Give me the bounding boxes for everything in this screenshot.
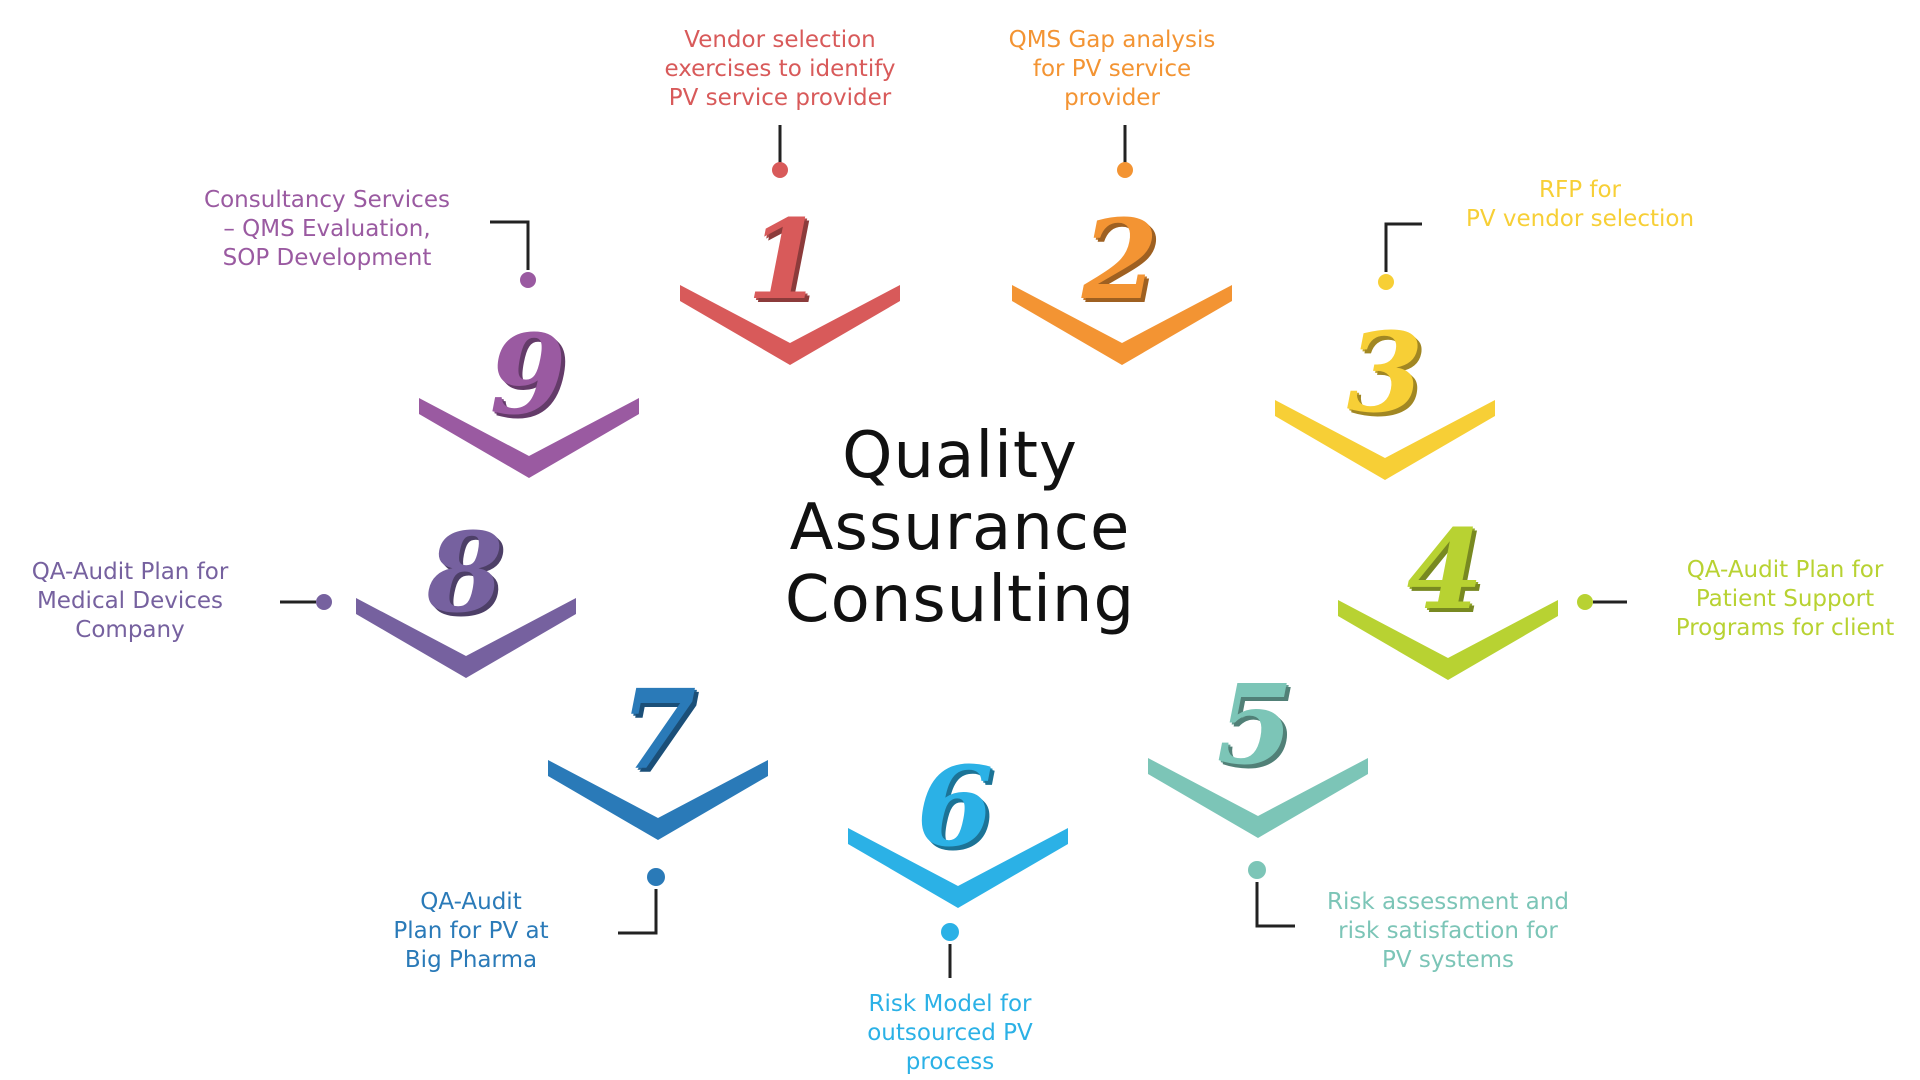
step-5-chevron-shape [1148,758,1368,838]
title-line-1: Quality [842,419,1078,493]
step-2-number: 2 [1081,195,1159,324]
step-6-label: Risk Model for outsourced PV process [867,991,1033,1075]
step-2-connector [1117,125,1133,178]
step-8-number: 8 [426,508,504,637]
step-8-dot [316,594,332,610]
step-5-label: Risk assessment and risk satisfaction fo… [1327,889,1569,973]
step-5-chevron [1148,758,1368,838]
step-6-dot [941,923,959,941]
step-7-label: QA-Audit Plan for PV at Big Pharma [393,889,549,973]
step-6-chevron-shape [848,828,1068,908]
step-1-chevron [680,285,900,365]
step-9-dot [520,272,536,288]
step-2-dot [1117,162,1133,178]
step-9-label: Consultancy Services – QMS Evaluation, S… [204,187,450,271]
step-2-chevron [1012,285,1232,365]
step-4-number: 4 [1406,505,1484,634]
step-4-chevron-shape [1338,600,1558,680]
step-7-chevron-shape [548,760,768,840]
step-9-chevron [419,398,639,478]
title-line-3: Consulting [784,563,1136,637]
step-4-dot [1577,594,1593,610]
step-9-chevron-shape [419,398,639,478]
step-1-number: 1 [746,195,824,324]
diagram-title: Quality Assurance Consulting [710,420,1210,636]
step-7-connector [618,868,665,935]
step-8-chevron-shape [356,598,576,678]
step-3-chevron [1275,400,1495,480]
step-1-dot [772,162,788,178]
step-7-number: 7 [619,665,697,794]
step-7-chevron [548,760,768,840]
step-2-label: QMS Gap analysis for PV service provider [1008,27,1216,111]
step-1-connector [772,125,788,178]
step-1-label: Vendor selection exercises to identify P… [664,27,896,111]
step-6-chevron [848,828,1068,908]
step-1-chevron-shape [680,285,900,365]
step-8-chevron [356,598,576,678]
step-3-chevron-shape [1275,400,1495,480]
step-8-label: QA-Audit Plan for Medical Devices Compan… [31,559,229,643]
step-5-dot [1248,861,1266,879]
step-3-label: RFP for PV vendor selection [1465,177,1695,232]
step-5-number: 5 [1216,660,1294,789]
step-8-connector [280,594,332,610]
step-9-connector [490,220,536,288]
step-7-dot [647,868,665,886]
step-4-connector [1577,594,1627,610]
step-5-connector [1248,861,1295,928]
title-line-2: Assurance [789,491,1131,565]
step-4-chevron [1338,600,1558,680]
step-2-chevron-shape [1012,285,1232,365]
step-6-connector [941,923,959,978]
step-3-dot [1378,274,1394,290]
step-9-number: 9 [489,310,567,439]
step-3-number: 3 [1346,308,1424,437]
step-6-number: 6 [916,742,994,871]
step-4-label: QA-Audit Plan for Patient Support Progra… [1675,557,1895,641]
step-3-connector [1378,222,1422,290]
